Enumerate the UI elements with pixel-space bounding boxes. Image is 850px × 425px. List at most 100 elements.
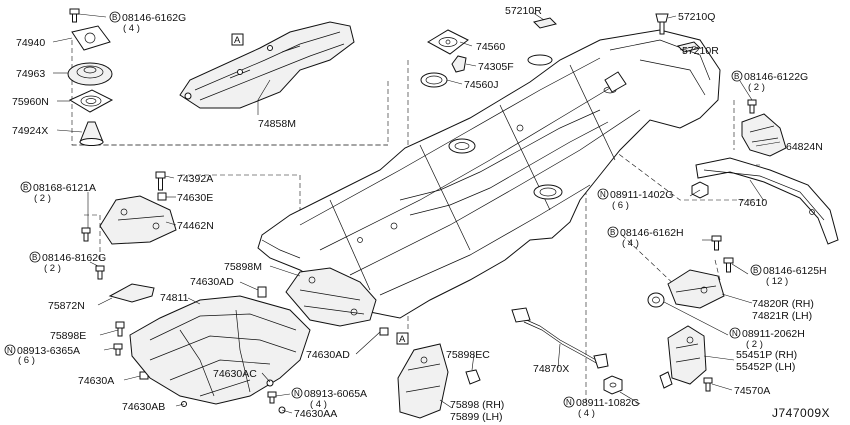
part-qty: ( 2 ) <box>748 82 765 93</box>
bolt-08146-6162h-icon <box>711 235 722 251</box>
callout-75898m: 75898M <box>224 261 262 273</box>
callout-75899-lh: 75899 (LH) <box>450 411 503 423</box>
callout-prefix: B <box>112 13 117 22</box>
callout-75898-rh: 75898 (RH) <box>450 399 504 411</box>
bracket-75872n-icon <box>108 283 155 303</box>
bolt-08146-6162g-icon <box>69 8 80 23</box>
part-number: 08911-1402G <box>610 189 673 201</box>
under-cover-74811 <box>129 295 311 414</box>
pad-57210r-right-icon <box>677 41 701 53</box>
callout-55451p: 55451P (RH) <box>736 349 797 361</box>
right-brackets <box>647 99 839 392</box>
part-qty: ( 4 ) <box>310 399 327 410</box>
part-number: 08146-6122G <box>744 71 808 83</box>
plate-74940-icon <box>71 25 111 51</box>
bracket-74462n-icon <box>99 195 177 245</box>
pad-57210r-top-icon <box>533 17 557 29</box>
rail-74610-icon <box>695 157 839 245</box>
left-middle-parts <box>81 171 177 380</box>
part-number: 08911-1082G <box>576 397 639 409</box>
callout-prefix: B <box>610 228 615 237</box>
callout-75898ec: 75898EC <box>446 349 490 361</box>
panel-75898-icon <box>397 343 449 419</box>
part-qty: ( 12 ) <box>766 276 788 287</box>
clip-75898e-icon <box>115 321 125 337</box>
part-qty: ( 6 ) <box>18 355 35 366</box>
callout-75898e: 75898E <box>50 330 86 342</box>
callout-74630ac: 74630AC <box>213 368 257 380</box>
callout-74630a: 74630A <box>78 375 114 387</box>
insulator-74963-icon <box>67 62 113 86</box>
bolt-08168-6121a-icon <box>81 227 91 242</box>
callout-74392a: 74392A <box>177 173 213 185</box>
callout-74630e: 74630E <box>177 192 213 204</box>
callout-75960n: 75960N <box>12 96 49 108</box>
callout-labels: B 08146-6162G ( 4 ) 74940 74963 75960N 7… <box>4 5 830 423</box>
part-qty: ( 6 ) <box>612 200 629 211</box>
callout-74630ab: 74630AB <box>122 401 165 413</box>
callout-75872n: 75872N <box>48 300 85 312</box>
bracket-64824n-icon <box>741 113 787 157</box>
washer-08911-2062h-icon <box>647 292 665 308</box>
callout-74610: 74610 <box>738 197 767 209</box>
bolt-74570a-icon <box>703 377 713 392</box>
bolt-08913-6365a-icon <box>113 343 123 356</box>
upper-middle-parts <box>420 13 701 88</box>
part-qty: ( 2 ) <box>34 193 51 204</box>
cover-74560-icon <box>426 29 469 55</box>
callout-prefix: B <box>32 253 37 262</box>
callout-prefix: N <box>566 398 572 407</box>
callout-57210r-top: 57210R <box>505 5 542 17</box>
callout-prefix: N <box>600 190 606 199</box>
part-number: 08146-6125H <box>763 265 827 277</box>
bolt-74392a-icon <box>155 171 166 191</box>
part-number: 08168-6121A <box>33 182 96 194</box>
ref-marker-a-top: A <box>231 33 244 46</box>
cap-74924x-icon <box>79 121 104 146</box>
callout-08913-6365a: N 08913-6365A ( 6 ) <box>4 344 80 366</box>
callout-08911-2062h: N 08911-2062H ( 2 ) <box>729 327 805 350</box>
cable-74870x-icon <box>511 307 609 369</box>
callout-74811: 74811 <box>160 292 189 304</box>
callout-74924x: 74924X <box>12 125 48 137</box>
callout-prefix: N <box>7 346 13 355</box>
callout-55452p: 55452P (LH) <box>736 361 795 373</box>
part-number: 08911-2062H <box>742 328 805 340</box>
callout-74870x: 74870X <box>533 363 569 375</box>
ref-marker-label-bottom: A <box>399 334 406 345</box>
nut-08911-1082g-icon <box>603 375 623 395</box>
callout-08913-6065a: N 08913-6065A ( 4 ) <box>291 387 367 410</box>
seal-75960n-icon <box>68 89 114 113</box>
callout-prefix: B <box>753 266 758 275</box>
callout-74821r: 74821R (LH) <box>752 310 812 322</box>
callout-64824n: 64824N <box>786 141 823 153</box>
callout-74858m: 74858M <box>258 118 296 130</box>
bolt-08146-8162g-icon <box>95 265 105 280</box>
bracket-55451p-icon <box>659 325 707 389</box>
callout-74630ad-lower: 74630AD <box>306 349 350 361</box>
bracket-74820r-icon <box>667 269 725 309</box>
bolt-08146-6122g-icon <box>747 99 757 114</box>
callout-08146-6122g: B 08146-6122G ( 2 ) <box>731 70 808 93</box>
callout-74570a: 74570A <box>734 385 770 397</box>
callout-prefix: B <box>23 183 28 192</box>
callout-08168-6121a: B 08168-6121A ( 2 ) <box>20 181 96 204</box>
part-number: 08146-6162H <box>620 227 684 239</box>
callout-74462n: 74462N <box>177 220 214 232</box>
callout-57210r-right: 57210R <box>682 45 719 57</box>
bracket-75898m <box>257 267 389 336</box>
bolt-08913-6065a-icon <box>267 391 277 404</box>
callout-74560j: 74560J <box>464 79 498 91</box>
clip-74630e-icon <box>157 192 167 201</box>
part-qty: ( 4 ) <box>622 238 639 249</box>
callout-prefix: B <box>734 72 739 81</box>
callout-74305f: 74305F <box>478 61 514 73</box>
part-qty: ( 4 ) <box>123 23 140 34</box>
part-number: 08146-6162G <box>122 12 186 24</box>
heat-shield-74858m <box>179 21 355 109</box>
clip-75898ec-icon <box>465 369 481 385</box>
part-qty: ( 2 ) <box>44 263 61 274</box>
ring-74560j-icon <box>420 72 448 88</box>
